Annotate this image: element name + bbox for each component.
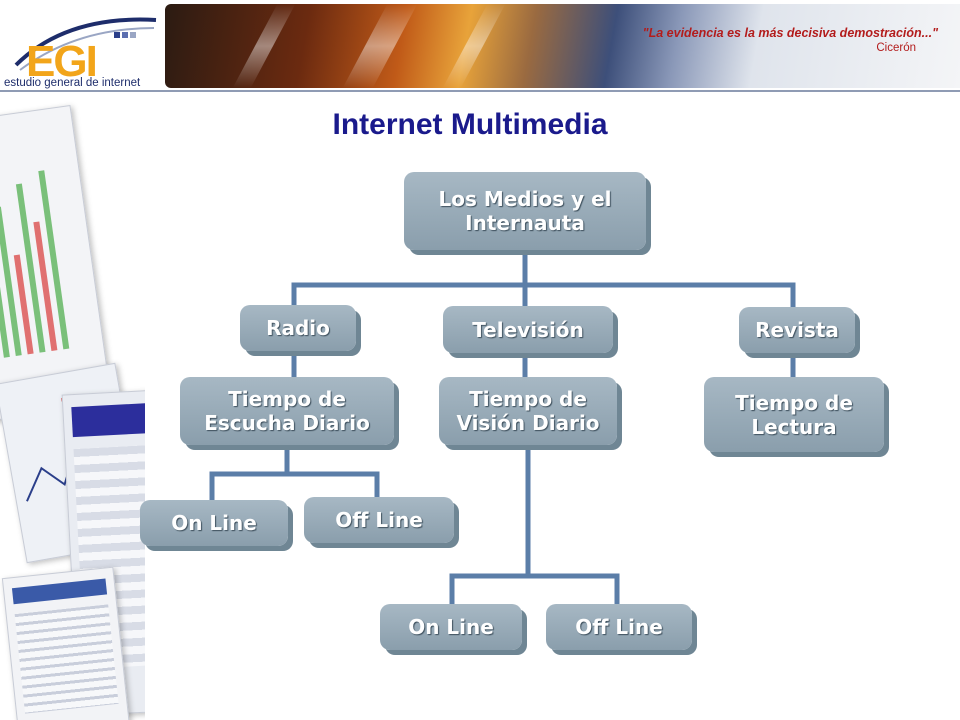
node-root: Los Medios y el Internauta bbox=[404, 172, 646, 250]
header-banner: "La evidencia es la más decisiva demostr… bbox=[165, 4, 960, 88]
quote-author: Cicerón bbox=[876, 42, 916, 54]
node-revista-time-label: Tiempo de Lectura bbox=[735, 390, 853, 439]
decorative-sheet bbox=[0, 104, 113, 422]
node-radio-offline-label: Off Line bbox=[335, 508, 423, 532]
logo-subtitle: estudio general de internet bbox=[4, 77, 141, 89]
logo: EGI bbox=[6, 10, 166, 90]
node-root-label: Los Medios y el Internauta bbox=[438, 187, 612, 235]
node-television-label: Televisión bbox=[472, 317, 584, 342]
node-radio-online: On Line bbox=[140, 500, 288, 546]
decorative-collage: ? bbox=[0, 92, 145, 720]
node-radio: Radio bbox=[240, 305, 356, 351]
node-radio-time-label: Tiempo de Escucha Diario bbox=[204, 387, 370, 435]
node-revista-label: Revista bbox=[755, 318, 839, 342]
bar-graphic-icon bbox=[0, 170, 70, 358]
logo-swoosh-icon bbox=[14, 17, 157, 71]
node-revista-time: Tiempo de Lectura bbox=[704, 377, 884, 452]
node-television: Televisión bbox=[443, 306, 613, 353]
page-title: Internet Multimedia bbox=[332, 108, 608, 141]
node-tv-offline-label: Off Line bbox=[575, 615, 663, 639]
node-radio-online-label: On Line bbox=[171, 511, 257, 535]
quote-text: "La evidencia es la más decisiva demostr… bbox=[642, 26, 938, 40]
node-radio-offline: Off Line bbox=[304, 497, 454, 543]
node-tv-offline: Off Line bbox=[546, 604, 692, 650]
node-revista: Revista bbox=[739, 307, 855, 353]
header: "La evidencia es la más decisiva demostr… bbox=[0, 0, 960, 92]
logo-text: EGI bbox=[26, 37, 98, 86]
node-tv-online-label: On Line bbox=[408, 615, 494, 639]
header-divider bbox=[0, 90, 960, 92]
node-radio-time: Tiempo de Escucha Diario bbox=[180, 377, 394, 445]
node-tv-online: On Line bbox=[380, 604, 522, 650]
node-tv-time-label: Tiempo de Visión Diario bbox=[456, 387, 600, 435]
header-quote: "La evidencia es la más decisiva demostr… bbox=[643, 26, 938, 56]
node-radio-label: Radio bbox=[266, 316, 330, 340]
node-tv-time: Tiempo de Visión Diario bbox=[439, 377, 617, 445]
